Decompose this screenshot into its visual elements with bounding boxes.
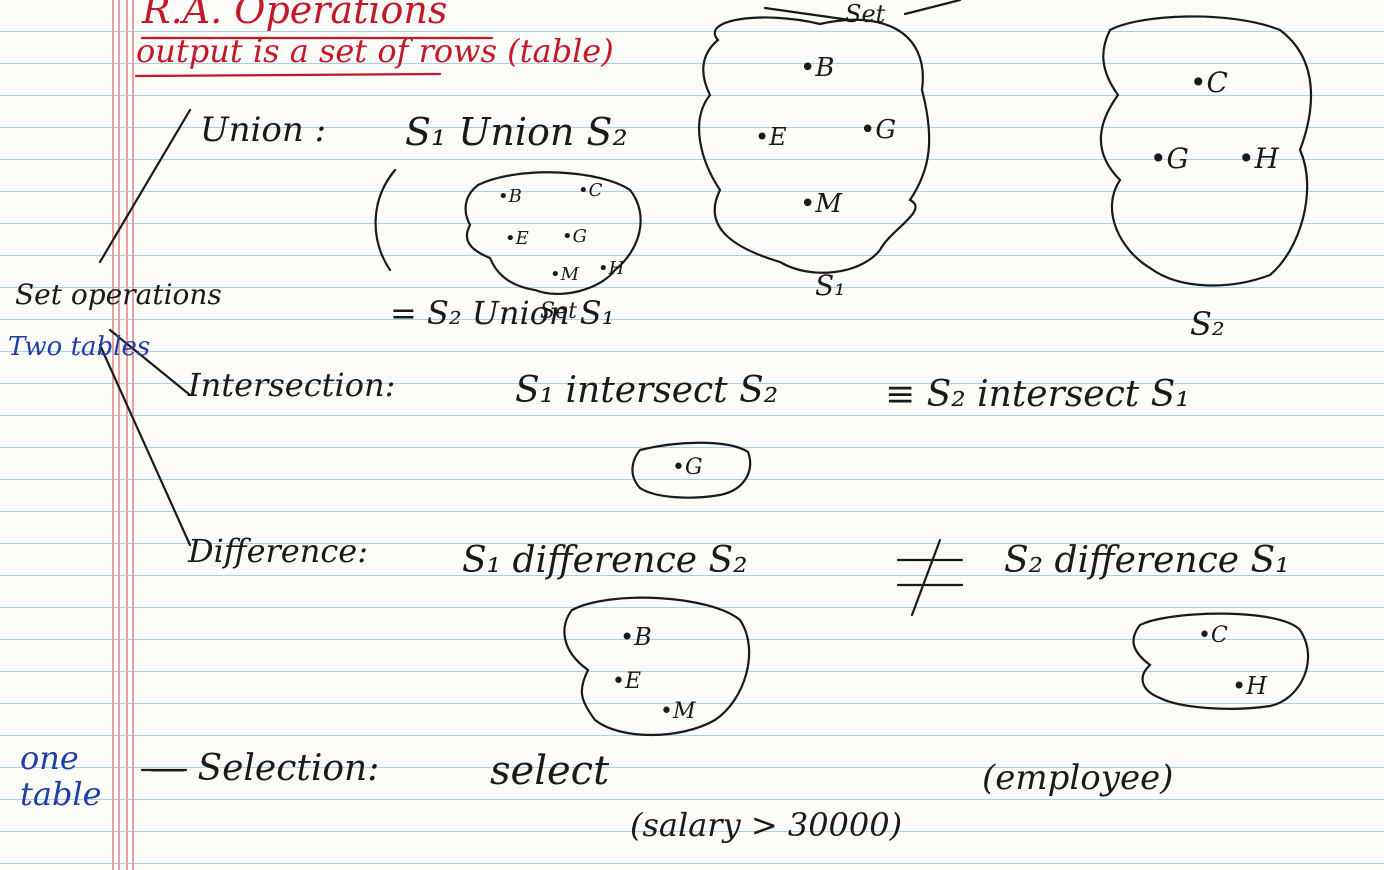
s1-element-g: •G — [860, 115, 896, 145]
diff-right-element-h: •H — [1232, 672, 1268, 700]
margin-line — [126, 0, 128, 870]
line-to-union — [98, 108, 192, 264]
margin-line — [118, 0, 120, 870]
union-element-g: •G — [562, 226, 587, 247]
s1-element-m: •M — [800, 189, 843, 219]
union-label: Union : — [200, 110, 327, 150]
s1-element-e: •E — [755, 123, 787, 151]
selection-label: — Selection: — [150, 748, 380, 789]
selection-condition: (salary > 30000) — [630, 806, 903, 844]
union-set-label: Set — [540, 299, 577, 324]
union-expression: S₁ Union S₂ — [405, 110, 628, 154]
difference-right-expression: S₂ difference S₁ — [1004, 540, 1290, 581]
union-element-h: •H — [598, 258, 625, 279]
heading-subtitle: output is a set of rows (table) — [136, 32, 614, 70]
set-pointer-top — [763, 6, 852, 22]
s2-element-h: •H — [1238, 142, 1280, 175]
intersection-element-g: •G — [672, 455, 703, 480]
set-label: Set — [845, 0, 886, 28]
diff-left-element-b: •B — [620, 623, 652, 651]
union-blob — [464, 171, 642, 295]
diff-left-blob — [563, 596, 751, 737]
union-element-c: •C — [578, 180, 603, 201]
s2-element-g: •G — [1150, 142, 1189, 175]
diff-right-blob — [1132, 612, 1310, 710]
set-operations-note: Set operations — [15, 278, 222, 311]
union-paren — [374, 168, 397, 272]
s2-label: S₂ — [1190, 305, 1225, 343]
subtitle-underline — [134, 72, 442, 78]
intersection-expression: S₁ intersect S₂ — [515, 370, 779, 411]
s2-blob — [1099, 15, 1313, 287]
line-to-intersection — [108, 328, 192, 397]
union-element-b: •B — [498, 186, 522, 207]
s2-element-c: •C — [1190, 66, 1228, 99]
intersection-equivalence: ≡ S₂ intersect S₁ — [885, 374, 1190, 415]
difference-label: Difference: — [188, 532, 368, 570]
heading-title: R.A. Operations — [142, 0, 448, 32]
diff-right-element-c: •C — [1198, 623, 1228, 648]
difference-left-expression: S₁ difference S₂ — [462, 540, 748, 581]
neq-sign — [896, 538, 964, 617]
union-element-m: •M — [550, 264, 580, 285]
selection-operator: select — [490, 748, 610, 794]
intersection-blob — [631, 441, 752, 499]
line-to-difference — [98, 343, 192, 547]
margin-line — [132, 0, 134, 870]
diff-left-element-e: •E — [612, 669, 641, 694]
s1-blob — [698, 16, 931, 274]
union-element-e: •E — [505, 228, 529, 249]
intersection-label: Intersection: — [188, 366, 396, 404]
set-pointer-left — [903, 0, 962, 16]
margin-line — [112, 0, 114, 870]
s1-element-b: •B — [800, 53, 834, 83]
diff-left-element-m: •M — [660, 699, 696, 724]
union-equivalence: = S₂ Union S₁ — [390, 294, 615, 332]
two-tables-note: Two tables — [8, 332, 151, 362]
selection-argument: (employee) — [982, 758, 1174, 798]
s1-label: S₁ — [815, 269, 845, 302]
one-table-note: one table — [20, 739, 102, 813]
